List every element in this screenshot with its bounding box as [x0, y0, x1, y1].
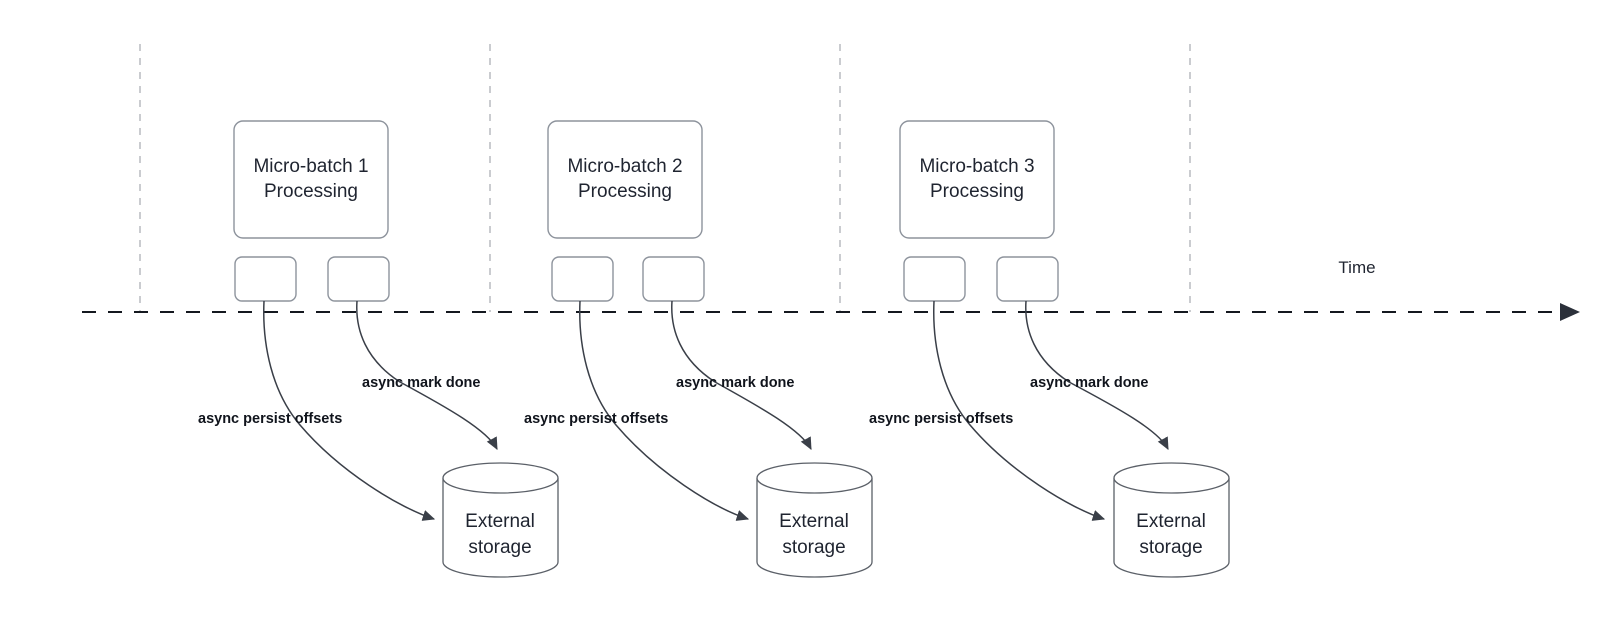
- micro-batch-1-box[interactable]: [233, 120, 389, 239]
- group-1-offsets-tick-box[interactable]: [234, 256, 297, 302]
- group-1-async-persist-offsets-label: async persist offsets: [198, 411, 342, 427]
- group-3-offsets-tick-box[interactable]: [903, 256, 966, 302]
- group-2-async-persist-offsets-label: async persist offsets: [524, 411, 668, 427]
- batch-boundary-dividers: [139, 44, 1191, 312]
- group-2-storage-label-line1: External: [779, 511, 849, 532]
- group-2-mark-done-tick-box[interactable]: [642, 256, 705, 302]
- group-3-storage-label-line2: storage: [1139, 537, 1202, 558]
- group-3-async-mark-done-label: async mark done: [1030, 375, 1148, 391]
- group-1-external-storage-cylinder[interactable]: External storage: [442, 462, 559, 578]
- group-2-offsets-tick-box[interactable]: [551, 256, 614, 302]
- group-2-storage-label-line2: storage: [782, 537, 845, 558]
- group-2-async-mark-done-arrow: [671, 300, 812, 450]
- group-3-async-mark-done-arrow: [1025, 300, 1169, 450]
- group-3-async-persist-offsets-label: async persist offsets: [869, 411, 1013, 427]
- group-1-async-mark-done-label: async mark done: [362, 375, 480, 391]
- group-1-async-persist-offsets-arrow: [263, 300, 436, 521]
- micro-batch-2-box[interactable]: [547, 120, 703, 239]
- group-3-external-storage-cylinder[interactable]: External storage: [1113, 462, 1230, 578]
- group-3-storage-label-line1: External: [1136, 511, 1206, 532]
- micro-batch-3-box[interactable]: [899, 120, 1055, 239]
- group-3-mark-done-tick-box[interactable]: [996, 256, 1059, 302]
- group-3-cylinder-body: [1113, 478, 1230, 578]
- group-2-async-persist-offsets-arrow: [579, 300, 750, 521]
- group-1-async-mark-done-arrow: [356, 300, 498, 450]
- micro-batch-group-3: Micro-batch 3 Processing async persist o…: [869, 120, 1230, 578]
- group-2-cylinder-top: [756, 462, 873, 494]
- group-1-mark-done-tick-box[interactable]: [327, 256, 390, 302]
- group-2-async-mark-done-label: async mark done: [676, 375, 794, 391]
- micro-batch-1-label-line2: Processing: [264, 181, 358, 202]
- time-axis: Time: [82, 258, 1580, 321]
- micro-batch-group-2: Micro-batch 2 Processing async persist o…: [524, 120, 873, 578]
- group-2-cylinder-body: [756, 478, 873, 578]
- group-1-cylinder-top: [442, 462, 559, 494]
- micro-batch-3-label-line1: Micro-batch 3: [919, 156, 1034, 177]
- group-1-cylinder-body: [442, 478, 559, 578]
- micro-batch-group-1: Micro-batch 1 Processing async persist o…: [198, 120, 559, 578]
- time-axis-arrowhead-icon: [1560, 303, 1580, 321]
- micro-batch-1-label-line1: Micro-batch 1: [253, 156, 368, 177]
- time-axis-label: Time: [1338, 258, 1375, 277]
- group-1-storage-label-line1: External: [465, 511, 535, 532]
- group-1-storage-label-line2: storage: [468, 537, 531, 558]
- micro-batch-3-label-line2: Processing: [930, 181, 1024, 202]
- micro-batch-2-label-line2: Processing: [578, 181, 672, 202]
- micro-batch-2-label-line1: Micro-batch 2: [567, 156, 682, 177]
- group-3-cylinder-top: [1113, 462, 1230, 494]
- group-3-async-persist-offsets-arrow: [933, 300, 1106, 521]
- group-2-external-storage-cylinder[interactable]: External storage: [756, 462, 873, 578]
